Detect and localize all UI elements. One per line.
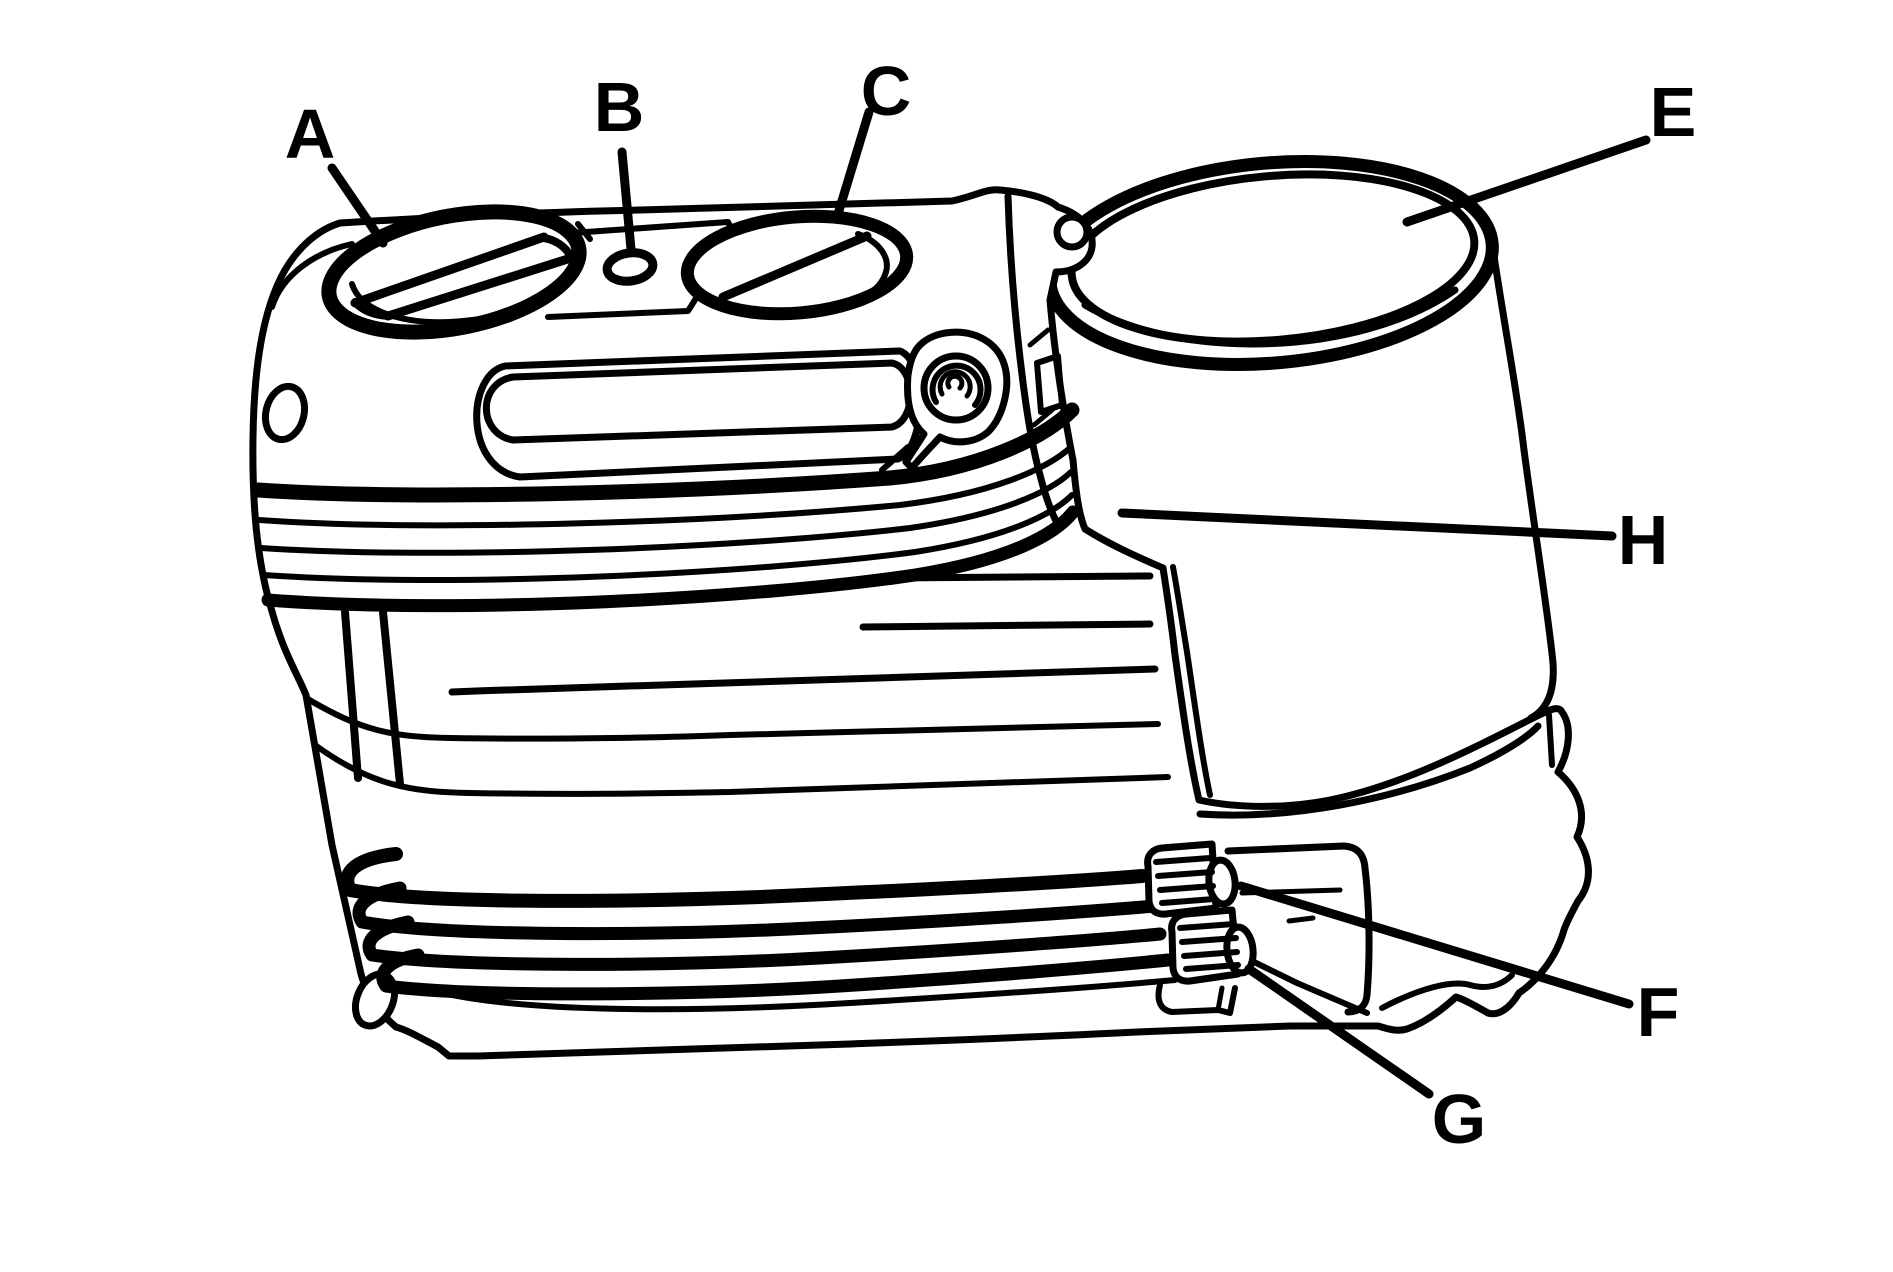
callout-f-leader — [1236, 881, 1634, 1009]
callout-g-label: G — [1432, 1080, 1486, 1158]
callouts-layer: A B C E H F G — [285, 52, 1697, 1158]
clamp-hook-circle — [1053, 213, 1091, 251]
callout-b-label: B — [594, 68, 645, 146]
corner-accent-line — [269, 241, 355, 310]
knob-g — [1168, 906, 1257, 985]
callout-c-label: C — [861, 52, 912, 130]
dial-c — [680, 209, 914, 321]
callout-a-label: A — [285, 95, 336, 173]
callout-h-label: H — [1618, 501, 1669, 579]
strap-lines — [341, 608, 404, 788]
callout-h-leader — [1117, 508, 1617, 541]
callout-e-leader — [1402, 135, 1651, 227]
knob-bracket — [1155, 982, 1238, 1016]
callout-c-leader — [833, 107, 874, 219]
base-coil-bands — [340, 847, 1178, 1013]
clamp-strip — [1004, 192, 1091, 532]
canister-rim-wall — [1081, 286, 1459, 348]
callout-a-leader — [327, 163, 388, 248]
callout-f-label: F — [1637, 973, 1680, 1051]
compressor-body-drawing — [249, 186, 1592, 1060]
front-face-crease — [448, 665, 1159, 696]
canister-right-edge — [1488, 239, 1557, 722]
dial-a — [321, 204, 587, 340]
side-circle-detail — [261, 382, 309, 444]
indicator-b-oval — [602, 248, 658, 286]
cradle-platform — [859, 564, 1555, 1011]
hose-bands — [250, 402, 1080, 613]
callout-e-label: E — [1650, 73, 1697, 151]
callout-g-leader — [1244, 964, 1434, 1099]
callout-b-leader — [617, 147, 636, 254]
clamp-screw — [879, 328, 1011, 473]
